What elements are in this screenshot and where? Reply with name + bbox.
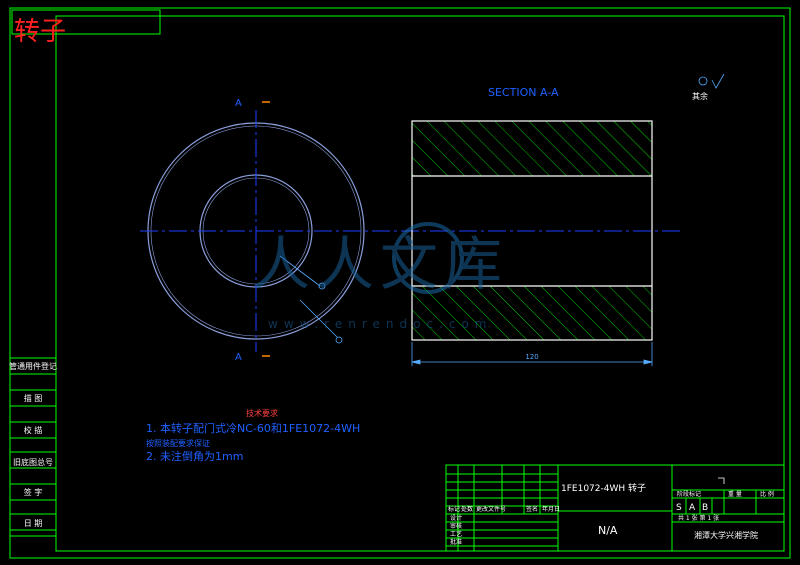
watermark: 人人文库 www.renrendoc.com xyxy=(252,222,508,331)
school-name: 湘潭大学兴湘学院 xyxy=(694,530,758,540)
weight-label: 重 量 xyxy=(728,490,742,498)
sheet-info: 共 1 张 第 1 张 xyxy=(678,514,719,522)
sign-row-1: 设计 xyxy=(450,514,462,522)
change-header-0: 标记 xyxy=(448,505,460,513)
title-block xyxy=(445,464,785,552)
change-header-2: 更改文件号 xyxy=(476,505,506,513)
material: N/A xyxy=(598,524,618,537)
sign-row-3: 工艺 xyxy=(450,530,462,538)
roughness-symbol xyxy=(698,73,725,89)
side-label-5: 日 期 xyxy=(24,519,43,528)
stage-label: 阶段标记 xyxy=(677,490,701,498)
tech-req-item-0: 1. 本转子配门式冷NC-60和1FE1072-4WH xyxy=(146,421,360,435)
tech-req-item-1: 按照装配要求保证 xyxy=(146,438,210,448)
part-name: 1FE1072-4WH 转子 xyxy=(561,482,646,494)
sign-row-4: 批准 xyxy=(450,538,462,546)
roughness-note: 其余 xyxy=(692,91,708,101)
drawing-title: 转子 xyxy=(14,17,66,47)
cut-label-top: A xyxy=(235,98,242,109)
side-label-3: 旧底图总号 xyxy=(13,457,53,467)
front-view: A A xyxy=(140,98,680,363)
tech-req-item-2: 2. 未注倒角为1mm xyxy=(146,449,243,463)
stage-mark-1: A xyxy=(689,503,696,513)
stage-mark-2: B xyxy=(702,503,708,513)
watermark-brand: 人人文库 xyxy=(252,230,508,298)
scale-label: 比 例 xyxy=(760,490,774,498)
cut-label-bottom: A xyxy=(235,352,242,363)
side-label-1: 描 图 xyxy=(24,393,43,403)
side-label-2: 校 描 xyxy=(24,425,43,435)
tech-req-title: 技术要求 xyxy=(246,408,278,418)
section-view xyxy=(411,120,653,341)
sign-row-2: 审核 xyxy=(450,522,462,530)
change-header-1: 处数 xyxy=(461,505,473,513)
section-label: SECTION A-A xyxy=(488,86,559,99)
stage-mark-0: S xyxy=(676,503,682,513)
side-label-4: 签 字 xyxy=(24,487,43,497)
length-dimension xyxy=(411,342,653,366)
watermark-url: www.renrendoc.com xyxy=(268,317,492,331)
drawing-frame xyxy=(9,7,791,559)
dimension-length: 120 xyxy=(525,353,538,361)
side-label-column xyxy=(9,357,57,537)
change-header-4: 年月日 xyxy=(542,505,560,513)
change-header-3: 签名 xyxy=(526,505,538,513)
side-label-0: 管通用件登记 xyxy=(9,361,57,371)
